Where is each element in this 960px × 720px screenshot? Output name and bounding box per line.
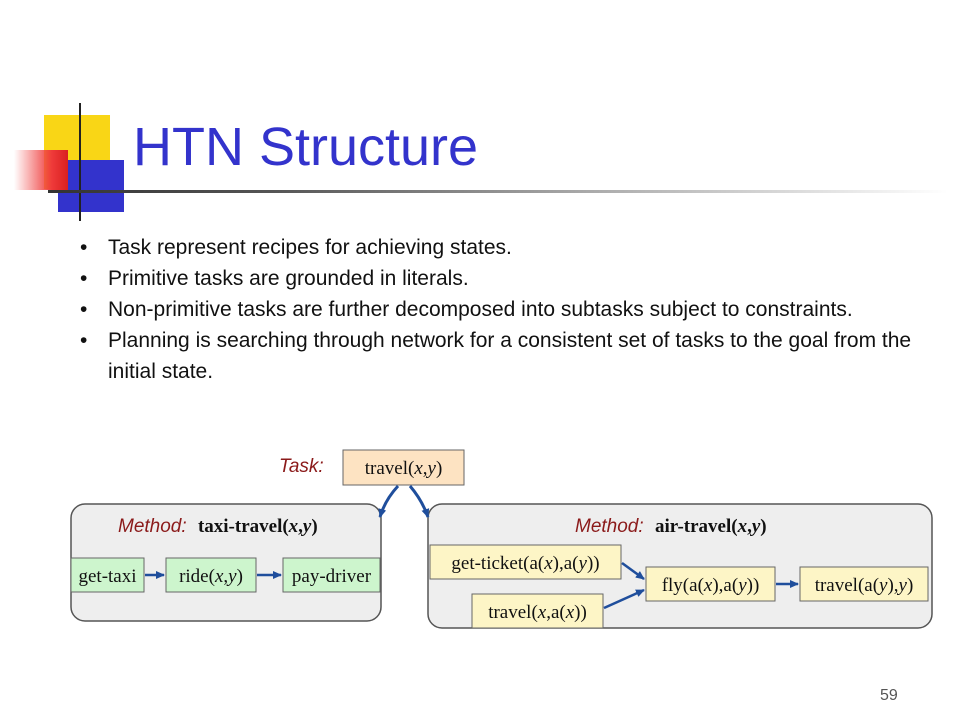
right-method-label: Method: air-travel(x,y) — [575, 516, 767, 537]
title-underline — [48, 190, 948, 193]
deco-red-square — [14, 150, 68, 190]
arrow-travel-to-fly — [603, 588, 645, 610]
subtask-get-taxi-box — [70, 557, 145, 593]
subtask-travel-x-ax-box — [471, 593, 604, 629]
task-text: travel(x,y) — [365, 458, 443, 479]
subtask-travel-x-ax: travel(x,a(x)) — [488, 602, 587, 623]
slide-title: HTN Structure — [133, 117, 479, 177]
subtask-ride: ride(x,y) — [179, 566, 243, 587]
subtask-travel-ay-y: travel(a(y),y) — [815, 575, 914, 596]
deco-vertical-line — [79, 103, 81, 221]
subtask-get-ticket: get-ticket(a(x),a(y)) — [451, 553, 599, 574]
bullet-item: Primitive tasks are grounded in literals… — [80, 263, 930, 294]
bullet-item: Planning is searching through network fo… — [80, 325, 930, 387]
deco-blue-square — [58, 160, 124, 212]
task-to-right-method-arrow — [408, 485, 430, 518]
arrow-get-ticket-to-fly — [621, 561, 645, 581]
task-box — [342, 449, 465, 486]
task-to-left-method-arrow — [378, 484, 400, 518]
left-method-label: Method: taxi-travel(x,y) — [118, 516, 318, 537]
subtask-ride-box — [165, 557, 257, 593]
bullet-list: Task represent recipes for achieving sta… — [80, 232, 930, 387]
subtask-fly-box — [645, 566, 776, 602]
subtask-pay-driver-box — [282, 557, 381, 593]
bullet-item: Non-primitive tasks are further decompos… — [80, 294, 930, 325]
subtask-get-ticket-box — [429, 544, 622, 580]
subtask-travel-ay-y-box — [799, 566, 929, 602]
slide-number: 59 — [880, 687, 898, 704]
bullet-item: Task represent recipes for achieving sta… — [80, 232, 930, 263]
task-label: Task: — [279, 456, 324, 477]
subtask-get-taxi: get-taxi — [78, 566, 136, 587]
subtask-pay-driver: pay-driver — [292, 566, 372, 587]
subtask-fly: fly(a(x),a(y)) — [662, 575, 760, 596]
